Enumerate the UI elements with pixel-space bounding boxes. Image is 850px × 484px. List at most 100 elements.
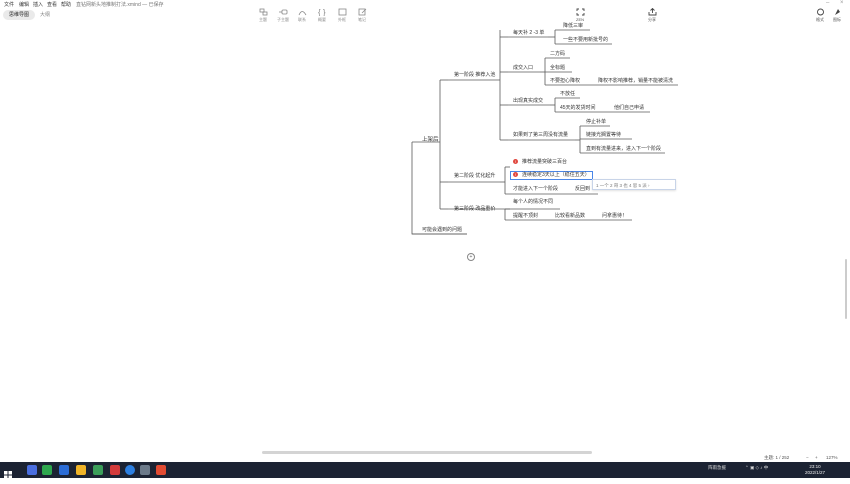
- note-button[interactable]: 笔记: [351, 8, 373, 23]
- subtopic-qr-code[interactable]: 二方码: [550, 51, 566, 57]
- subtopic-reduce-audit[interactable]: 降低三审: [563, 23, 584, 29]
- share-button[interactable]: 分享: [644, 7, 660, 23]
- subtopic-label: 子主题: [277, 17, 289, 22]
- subtopic-full-title[interactable]: 全标题: [550, 65, 566, 71]
- topic-daily-orders[interactable]: 每天补 2 -3 单: [513, 30, 545, 36]
- topic-real-deal[interactable]: 出现真实成交: [513, 98, 544, 104]
- topic-different-cases[interactable]: 每个人的情况不同: [513, 199, 554, 205]
- app-icon-6[interactable]: [110, 465, 120, 475]
- minimize-icon[interactable]: –: [826, 0, 830, 6]
- topic-traffic-300-label: 推荐流量突破三百台: [522, 159, 568, 165]
- note-return[interactable]: 反回到: [575, 186, 591, 192]
- subtopic-icon: [278, 8, 288, 16]
- subtopic-no-indulge[interactable]: 不放任: [560, 91, 576, 97]
- tray-icons[interactable]: ⌃ ▣ ◇ ♪ 中: [745, 465, 769, 470]
- browser-icon[interactable]: [59, 465, 69, 475]
- branch-stage-1[interactable]: 第一阶段 推荐入池: [454, 72, 496, 78]
- summary-label: 概要: [318, 17, 326, 22]
- app-icon-8[interactable]: [140, 465, 150, 475]
- system-clock[interactable]: 23:10 2022/1/27: [805, 464, 825, 475]
- subtopic-stop-orders[interactable]: 停止补单: [586, 119, 607, 125]
- zoom-in-icon[interactable]: +: [815, 455, 818, 460]
- menu-insert[interactable]: 插入: [33, 2, 44, 8]
- app-icon-1[interactable]: [27, 465, 37, 475]
- boundary-icon: [338, 8, 347, 16]
- clock-date: 2022/1/27: [805, 469, 826, 475]
- app-icon-7[interactable]: [125, 465, 135, 475]
- tab-mindmap[interactable]: 思维导图: [3, 10, 35, 20]
- subtopic-no-worry-rank[interactable]: 不要担心降权: [550, 78, 581, 84]
- branch-stage-2[interactable]: 第二阶段 优化起升: [454, 173, 496, 179]
- note-self-apply[interactable]: 他们自己申请: [614, 105, 645, 111]
- branch-problems[interactable]: 可能会遇到的问题: [422, 227, 463, 233]
- subtopic-45-days[interactable]: 45天的发货时间: [560, 105, 596, 111]
- share-icon: [648, 7, 657, 16]
- menu-view[interactable]: 查看: [47, 2, 58, 8]
- ime-candidate-popup[interactable]: 1 一个 2 哥 3 也 4 思 5 派 ›: [592, 179, 676, 190]
- root-topic[interactable]: 上架后: [422, 137, 439, 143]
- subtopic-hold-link[interactable]: 链接光搁置等待: [586, 132, 622, 138]
- warning-icon: !: [513, 172, 518, 178]
- tab-outline[interactable]: 大纲: [40, 12, 51, 18]
- vertical-scroll-thumb[interactable]: [845, 259, 847, 319]
- zen-label: ZEN: [576, 17, 584, 22]
- relationship-button[interactable]: 联系: [291, 8, 313, 23]
- horizontal-scrollbar[interactable]: [262, 451, 592, 454]
- boundary-label: 外框: [338, 17, 346, 22]
- xmind-icon[interactable]: [156, 465, 166, 475]
- folder-icon[interactable]: [76, 465, 86, 475]
- boundary-button[interactable]: 外框: [331, 8, 353, 23]
- note-label: 笔记: [358, 17, 366, 22]
- close-icon[interactable]: ×: [840, 0, 844, 6]
- collapse-toggle-icon[interactable]: +: [467, 253, 475, 261]
- menu-file[interactable]: 文件: [4, 2, 15, 8]
- subtopic-batch-number[interactable]: 一些不要用新批号的: [563, 37, 609, 43]
- fullscreen-icon: [576, 8, 585, 16]
- zen-button[interactable]: ZEN: [572, 8, 588, 22]
- summary-icon: { }: [318, 8, 327, 17]
- topic-stable-3-days[interactable]: ! 连续稳定3天以上（稳住五天）: [510, 171, 593, 180]
- clock-time: 23:10: [809, 464, 821, 469]
- share-label: 分享: [648, 17, 656, 22]
- app-icon-5[interactable]: [93, 465, 103, 475]
- subtopic-next-stage[interactable]: 直到有流量进来，进入下一个阶段: [586, 146, 662, 152]
- warning-icon: !: [513, 159, 518, 165]
- menu-edit[interactable]: 编辑: [19, 2, 30, 8]
- topic-button[interactable]: 主题: [252, 8, 274, 23]
- format-button[interactable]: 格式: [813, 8, 827, 23]
- format-icon: [816, 8, 825, 16]
- topic-week3-no-traffic[interactable]: 如果到了第三周没有流量: [513, 132, 569, 138]
- format-label: 格式: [816, 17, 824, 22]
- marker-icon: [833, 8, 842, 16]
- relationship-label: 联系: [298, 17, 306, 22]
- note-icon: [358, 8, 367, 16]
- icons-label: 图标: [833, 17, 841, 22]
- windows-start-icon[interactable]: [4, 466, 12, 479]
- menu-help[interactable]: 帮助: [61, 2, 72, 8]
- document-title: 直钻网新头地推制打法.xmind — 已保存: [76, 2, 164, 8]
- topic-traffic-300[interactable]: ! 推荐流量突破三百台: [513, 159, 567, 166]
- branch-stage-3[interactable]: 第三阶段 改品重价: [454, 206, 496, 212]
- note-question[interactable]: 问拿惠待！: [602, 213, 628, 219]
- topic-stable-label: 连续稳定3天以上（稳住五天）: [522, 172, 590, 178]
- summary-button[interactable]: { } 概要: [311, 8, 333, 23]
- vertical-scrollbar[interactable]: [844, 24, 848, 449]
- mindmap-canvas[interactable]: 上架后 第一阶段 推荐入池 每天补 2 -3 单 降低三审 一些不要用新批号的 …: [0, 22, 850, 452]
- wechat-icon[interactable]: [42, 465, 52, 475]
- zoom-out-icon[interactable]: −: [806, 455, 809, 460]
- windows-taskbar: 阵雨急援 ⌃ ▣ ◇ ♪ 中 23:10 2022/1/27: [0, 462, 850, 479]
- icons-button[interactable]: 图标: [830, 8, 844, 23]
- topic-next-stage[interactable]: 才能进入下一个阶段: [513, 186, 559, 192]
- note-rank-no-effect[interactable]: 降权不影响推荐，销量不能被清洗: [598, 78, 674, 84]
- topic-label: 主题: [259, 17, 267, 22]
- topic-deal-entry[interactable]: 成交入口: [513, 65, 534, 71]
- menu-bar: 文件 编辑 插入 查看 帮助 直钻网新头地推制打法.xmind — 已保存: [0, 0, 850, 8]
- weather-widget[interactable]: 阵雨急援: [708, 465, 726, 470]
- zoom-level[interactable]: 127%: [826, 455, 838, 460]
- note-new-products[interactable]: 比较看新品数: [555, 213, 586, 219]
- connector-lines: [411, 29, 678, 235]
- topic-remind[interactable]: 提醒不顶封: [513, 213, 539, 219]
- topic-icon: [259, 8, 268, 16]
- subtopic-button[interactable]: 子主题: [272, 8, 294, 23]
- topic-count: 主题: 1 / 252: [764, 455, 790, 460]
